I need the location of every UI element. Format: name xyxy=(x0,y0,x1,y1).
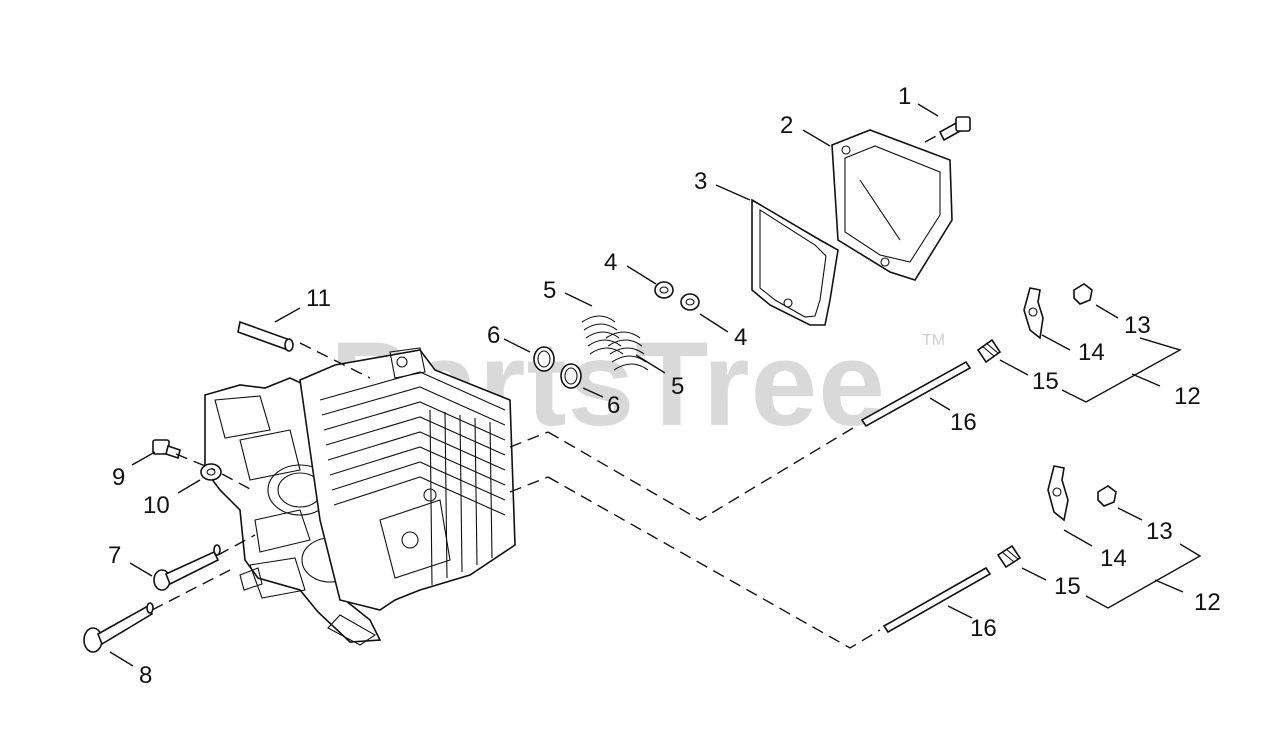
part-13-nut-lower xyxy=(1097,485,1117,507)
callout-2: 2 xyxy=(780,112,793,139)
callout-14b: 14 xyxy=(1100,545,1127,572)
part-11-dowel-pin xyxy=(237,320,294,352)
part-16-push-rod-lower xyxy=(882,566,992,634)
part-7-valve xyxy=(153,544,221,591)
part-4-spring-retainers xyxy=(654,281,700,311)
callout-9: 9 xyxy=(112,464,125,491)
callout-4a: 4 xyxy=(604,249,617,276)
part-10-washer xyxy=(200,463,222,481)
part-15-adjuster-upper xyxy=(976,338,1002,364)
leader-lines xyxy=(109,103,1202,667)
part-9-plug-bolt xyxy=(152,439,181,460)
callout-15a: 15 xyxy=(1032,368,1059,395)
part-14-rocker-arm-lower xyxy=(1047,465,1069,522)
part-8-valve xyxy=(83,602,154,653)
callout-6b: 6 xyxy=(607,392,620,419)
part-5-valve-springs xyxy=(581,315,649,371)
dashed-assembly-lines xyxy=(151,133,941,649)
callout-16a: 16 xyxy=(950,409,977,436)
watermark-trademark: TM xyxy=(922,332,945,349)
callout-labels: 1 2 3 4 4 5 5 6 6 7 8 9 10 11 12 12 13 1… xyxy=(108,83,1221,689)
callout-4b: 4 xyxy=(734,324,747,351)
callout-13b: 13 xyxy=(1146,518,1173,545)
callout-15b: 15 xyxy=(1054,573,1081,600)
callout-12a: 12 xyxy=(1174,383,1201,410)
cylinder-block xyxy=(204,347,516,646)
part-16-push-rod-upper xyxy=(860,360,972,428)
callout-12b: 12 xyxy=(1194,589,1221,616)
part-2-rocker-cover xyxy=(831,129,953,281)
part-13-nut-upper xyxy=(1073,283,1093,305)
callout-8: 8 xyxy=(139,662,152,689)
part-6-valve-rings xyxy=(533,346,582,389)
callout-13a: 13 xyxy=(1124,312,1151,339)
callout-5b: 5 xyxy=(671,373,684,400)
callout-6a: 6 xyxy=(487,322,500,349)
callout-1: 1 xyxy=(898,83,911,110)
callout-3: 3 xyxy=(694,168,707,195)
part-1-cover-bolt xyxy=(938,116,971,142)
callout-5a: 5 xyxy=(543,277,556,304)
part-14-rocker-arm-upper xyxy=(1023,287,1044,340)
callout-7: 7 xyxy=(108,542,121,569)
callout-16b: 16 xyxy=(970,615,997,642)
part-3-cover-gasket xyxy=(751,198,839,326)
callout-14a: 14 xyxy=(1078,339,1105,366)
callout-10: 10 xyxy=(143,492,170,519)
part-15-adjuster-lower xyxy=(996,544,1022,569)
callout-11: 11 xyxy=(306,285,331,312)
